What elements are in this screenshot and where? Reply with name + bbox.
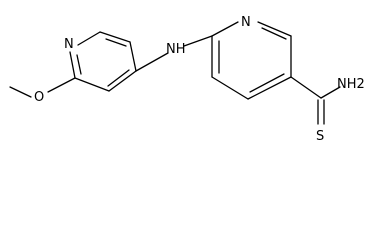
bond bbox=[9, 86, 32, 98]
bond bbox=[249, 73, 285, 93]
bond bbox=[290, 76, 322, 99]
bond bbox=[74, 77, 110, 92]
bond bbox=[107, 69, 130, 87]
atom-label-n-left-ring: N bbox=[64, 37, 74, 52]
bond bbox=[47, 77, 76, 93]
atom-label-n-right-ring: N bbox=[241, 15, 251, 30]
bond bbox=[257, 21, 292, 37]
bond bbox=[211, 76, 249, 100]
bond bbox=[108, 70, 137, 92]
bond bbox=[76, 54, 82, 75]
amine-linker bbox=[135, 35, 213, 72]
bond bbox=[105, 38, 127, 47]
methoxy-group bbox=[9, 77, 76, 98]
right-pyridine-ring bbox=[211, 21, 292, 100]
bond bbox=[211, 21, 239, 37]
atom-label-nh2: NH2 bbox=[337, 77, 365, 92]
bond bbox=[77, 31, 101, 46]
bond bbox=[135, 52, 169, 72]
bond bbox=[99, 31, 131, 43]
bond bbox=[320, 86, 341, 99]
atom-label-o-methoxy: O bbox=[34, 90, 44, 105]
bond bbox=[129, 41, 137, 72]
bond bbox=[183, 35, 213, 47]
bond bbox=[261, 27, 287, 40]
bond bbox=[69, 51, 76, 79]
left-pyridine-ring bbox=[69, 31, 137, 92]
structure-diagram: N NH N NH2 O S bbox=[9, 15, 365, 144]
atom-label-nh-linker: NH bbox=[166, 42, 186, 57]
bond bbox=[247, 76, 292, 100]
atom-label-s-thio: S bbox=[316, 129, 324, 144]
thioamide-group bbox=[290, 76, 341, 125]
